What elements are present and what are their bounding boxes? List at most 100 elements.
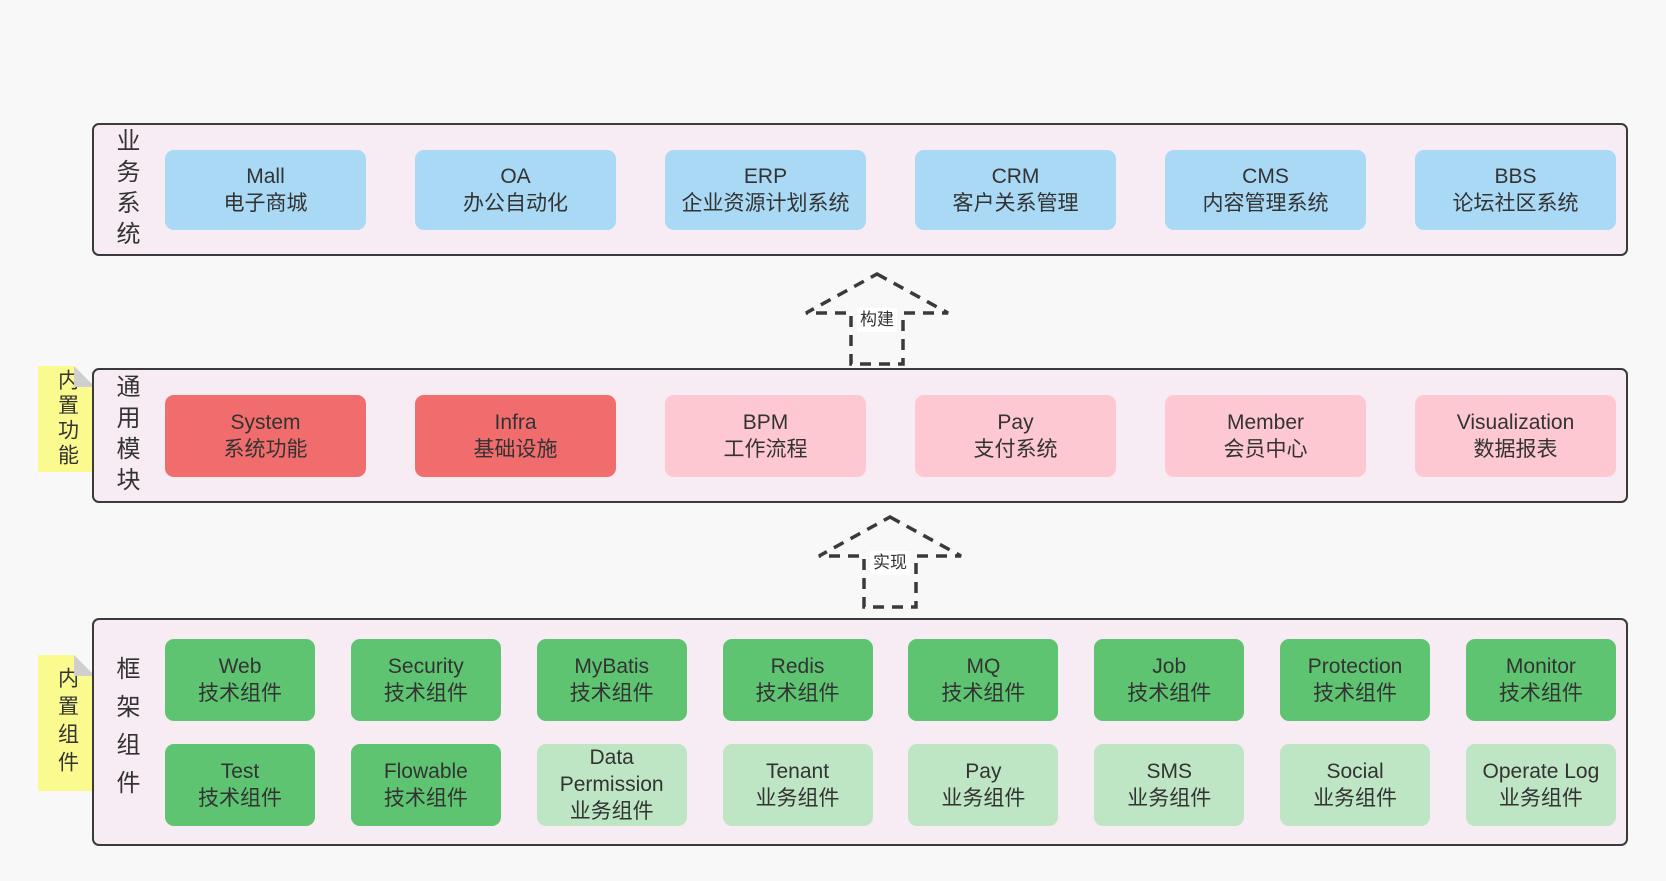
- sticky-note-label: 内置组件: [55, 667, 79, 779]
- box-title: Redis: [770, 654, 825, 678]
- box-test: Test 技术组件: [165, 743, 315, 826]
- box-title: Test: [220, 759, 260, 783]
- box-subtitle: 技术组件: [1498, 681, 1583, 705]
- box-title: Member: [1226, 410, 1305, 434]
- box-visualization: Visualization 数据报表: [1415, 394, 1616, 477]
- box-subtitle: 支付系统: [973, 437, 1058, 461]
- build-arrow-label: 构建: [857, 308, 897, 332]
- box-subtitle: 技术组件: [383, 681, 468, 705]
- box-monitor: Monitor 技术组件: [1465, 638, 1616, 721]
- box-mall: Mall 电子商城: [165, 149, 366, 230]
- box-title: Protection: [1307, 654, 1403, 678]
- box-title: Pay: [965, 759, 1002, 783]
- box-flowable: Flowable 技术组件: [350, 743, 501, 826]
- layer-label-common-modules: 通用模块: [112, 373, 139, 498]
- box-subtitle: 系统功能: [223, 437, 308, 461]
- box-subtitle: 电子商城: [223, 191, 308, 215]
- box-subtitle: 业务组件: [941, 786, 1026, 810]
- implement-arrow-label: 实现: [870, 551, 910, 575]
- box-subtitle: 内容管理系统: [1202, 191, 1329, 215]
- box-subtitle: 技术组件: [198, 786, 282, 810]
- box-subtitle: 业务组件: [1127, 786, 1212, 810]
- box-title: Social: [1326, 759, 1384, 783]
- box-title: MyBatis: [574, 654, 650, 678]
- box-subtitle: 技术组件: [1313, 681, 1398, 705]
- box-title: Monitor: [1505, 654, 1576, 678]
- box-subtitle: 技术组件: [941, 681, 1026, 705]
- box-title: System: [230, 410, 301, 434]
- box-title: CMS: [1242, 164, 1289, 188]
- box-oa: OA 办公自动化: [415, 149, 616, 230]
- box-title: OA: [500, 164, 531, 188]
- box-subtitle: 业务组件: [1498, 786, 1583, 810]
- box-title: CRM: [991, 164, 1040, 188]
- box-subtitle: 技术组件: [1127, 681, 1212, 705]
- box-title: Operate Log: [1482, 759, 1600, 783]
- box-title: SMS: [1146, 759, 1192, 783]
- box-erp: ERP 企业资源计划系统: [665, 149, 866, 230]
- box-bbs: BBS 论坛社区系统: [1415, 149, 1616, 230]
- box-subtitle: 客户关系管理: [952, 191, 1079, 215]
- implement-arrow: 实现: [815, 514, 965, 610]
- layer-label-business-systems: 业务系统: [112, 127, 139, 252]
- box-title: Pay: [997, 410, 1034, 434]
- layer-business-systems: 业务系统 Mall 电子商城 OA 办公自动化 ERP 企业资源计划系统 CRM 客户关系管理…: [92, 123, 1628, 256]
- sticky-note-built-in-components: 内置组件: [38, 655, 95, 791]
- box-tenant: Tenant 业务组件: [722, 743, 873, 826]
- box-operate-log: Operate Log 业务组件: [1465, 743, 1616, 826]
- sticky-note-built-in-features: 内置功能: [38, 366, 95, 472]
- box-bpm: BPM 工作流程: [665, 394, 866, 477]
- box-pay: Pay 业务组件: [908, 743, 1059, 826]
- box-subtitle: 基础设施: [473, 437, 558, 461]
- box-subtitle: 技术组件: [569, 681, 654, 705]
- box-title: Security: [387, 654, 464, 678]
- business-systems-boxes: Mall 电子商城 OA 办公自动化 ERP 企业资源计划系统 CRM 客户关系管理 CMS 内容…: [143, 125, 1626, 254]
- box-subtitle: 工作流程: [723, 437, 808, 461]
- box-crm: CRM 客户关系管理: [915, 149, 1116, 230]
- box-subtitle: 业务组件: [569, 800, 654, 823]
- box-subtitle: 论坛社区系统: [1452, 191, 1579, 215]
- box-subtitle: 会员中心: [1223, 437, 1308, 461]
- box-system: System 系统功能: [165, 394, 366, 477]
- box-social: Social 业务组件: [1280, 743, 1431, 826]
- build-arrow: 构建: [802, 271, 952, 367]
- box-subtitle: 办公自动化: [463, 191, 568, 215]
- box-sms: SMS 业务组件: [1094, 743, 1245, 826]
- box-title: Tenant: [766, 759, 830, 783]
- box-protection: Protection 技术组件: [1280, 638, 1431, 721]
- box-mybatis: MyBatis 技术组件: [536, 638, 687, 721]
- box-title: Flowable: [383, 759, 468, 783]
- box-title: BBS: [1494, 164, 1537, 188]
- box-subtitle: 技术组件: [755, 681, 840, 705]
- box-subtitle: 技术组件: [383, 786, 468, 810]
- box-title: BPM: [742, 410, 789, 434]
- box-subtitle: 业务组件: [1313, 786, 1398, 810]
- sticky-note-label: 内置功能: [55, 369, 79, 469]
- box-title: Mall: [246, 164, 285, 188]
- layer-label-framework-components: 框架组件: [112, 656, 139, 808]
- box-subtitle: 数据报表: [1473, 437, 1558, 461]
- box-title: Job: [1152, 654, 1187, 678]
- box-job: Job 技术组件: [1094, 638, 1245, 721]
- box-subtitle: 企业资源计划系统: [681, 191, 850, 215]
- box-title: Visualization: [1456, 410, 1575, 434]
- box-title: ERP: [743, 164, 788, 188]
- box-subtitle: 业务组件: [755, 786, 840, 810]
- box-member: Member 会员中心: [1165, 394, 1366, 477]
- box-pay: Pay 支付系统: [915, 394, 1116, 477]
- box-title: Web: [218, 654, 262, 678]
- box-redis: Redis 技术组件: [722, 638, 873, 721]
- box-cms: CMS 内容管理系统: [1165, 149, 1366, 230]
